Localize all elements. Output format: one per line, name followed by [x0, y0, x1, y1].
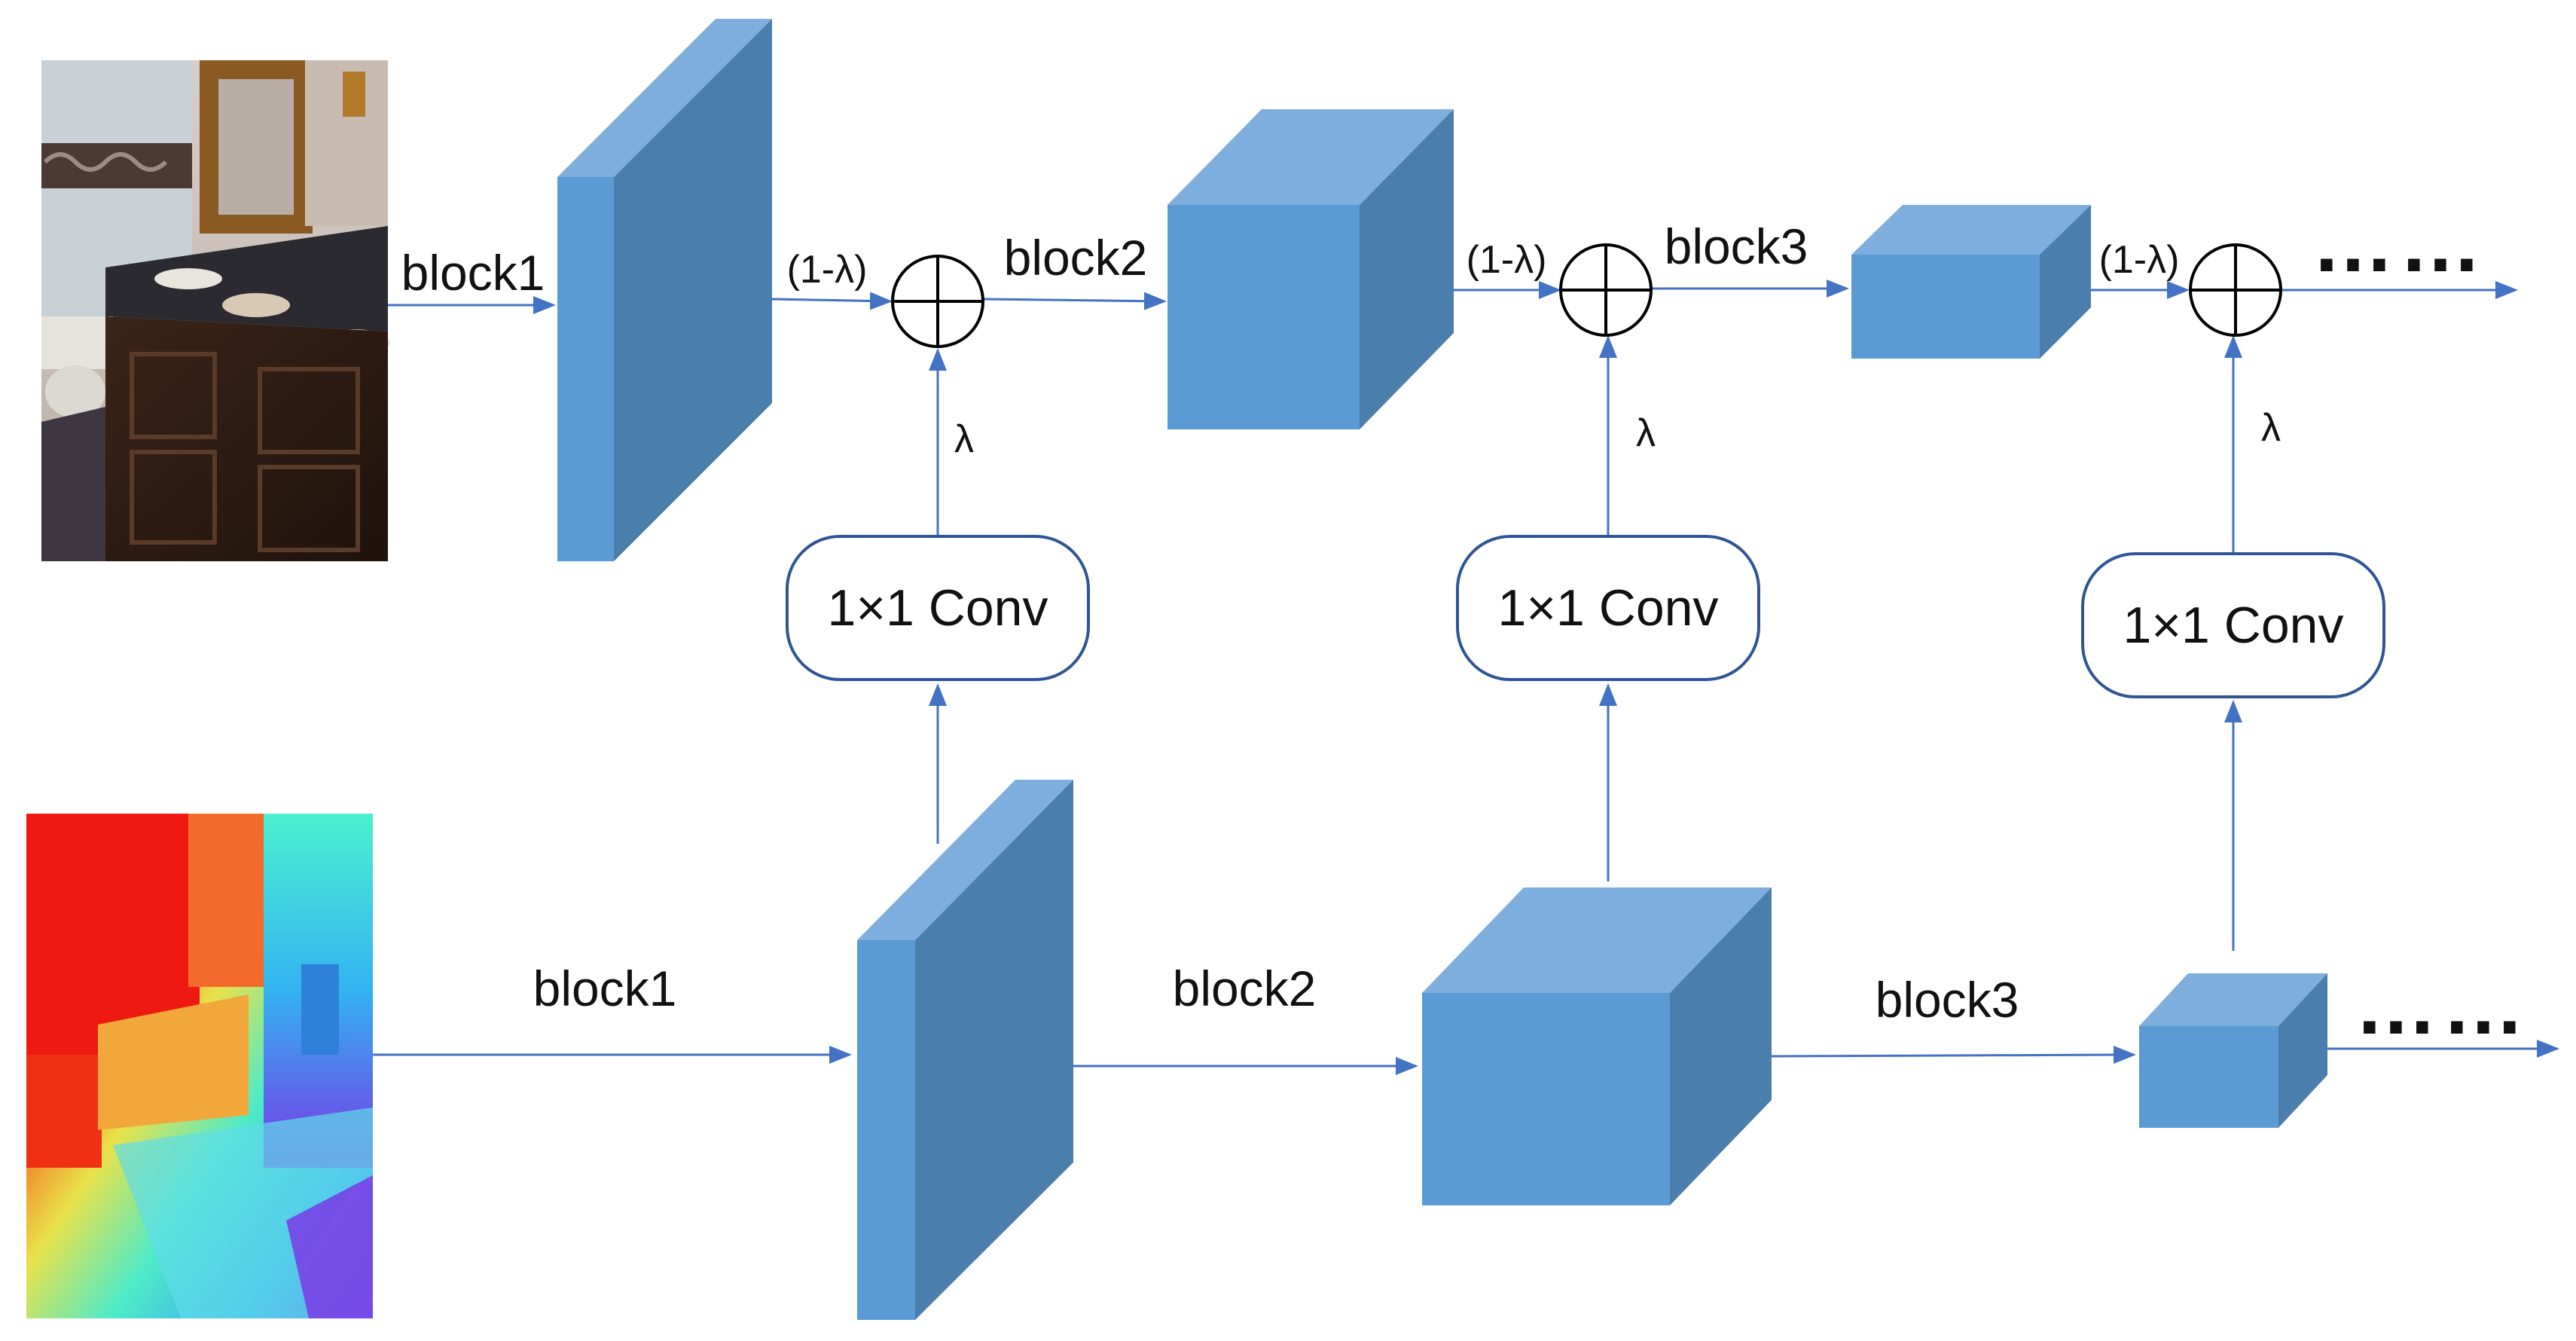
top-block1-label: block1	[401, 245, 545, 301]
bottom-block3-label: block3	[1876, 972, 2019, 1028]
rgb-feature-block2	[1167, 109, 1454, 429]
top-weight2-label: (1-λ)	[1467, 238, 1547, 282]
conv-box-1-label: 1×1 Conv	[828, 579, 1048, 637]
top-arrow-weight1	[771, 292, 893, 310]
rgb-input-image	[41, 60, 390, 561]
lambda-label-3: λ	[2261, 406, 2281, 450]
top-block2-label: block2	[1004, 230, 1148, 286]
conv-box-2-label: 1×1 Conv	[1498, 579, 1719, 637]
lambda-label-1: λ	[954, 417, 974, 461]
top-continuation-dots: ……	[2312, 197, 2486, 289]
conv-box-3: 1×1 Conv	[2081, 552, 2385, 698]
sum-node-1	[891, 255, 984, 348]
conv-box-1: 1×1 Conv	[786, 535, 1090, 681]
lambda-label-2: λ	[1636, 411, 1656, 455]
depth-feature-block1	[857, 780, 1073, 1320]
sum-node-3	[2189, 243, 2282, 337]
bottom-arrow-block3	[1771, 1046, 2136, 1065]
bottom-continuation-dots: ……	[2355, 959, 2529, 1052]
top-block3-label: block3	[1665, 218, 1808, 274]
conv-box-2: 1×1 Conv	[1456, 535, 1760, 681]
conv-box-3-label: 1×1 Conv	[2123, 597, 2344, 654]
depth-input-image	[26, 814, 373, 1318]
depth-feature-block2	[1422, 887, 1772, 1205]
depth-feature-block3	[2139, 973, 2327, 1128]
bottom-block2-label: block2	[1173, 961, 1317, 1016]
sum-node-2	[1559, 243, 1653, 337]
bottom-block1-label: block1	[533, 961, 677, 1016]
top-weight3-label: (1-λ)	[2099, 238, 2180, 282]
rgb-feature-block3	[1851, 205, 2091, 359]
top-weight1-label: (1-λ)	[787, 248, 868, 292]
rgb-feature-block1	[557, 19, 772, 561]
top-arrow-block2	[982, 292, 1167, 310]
